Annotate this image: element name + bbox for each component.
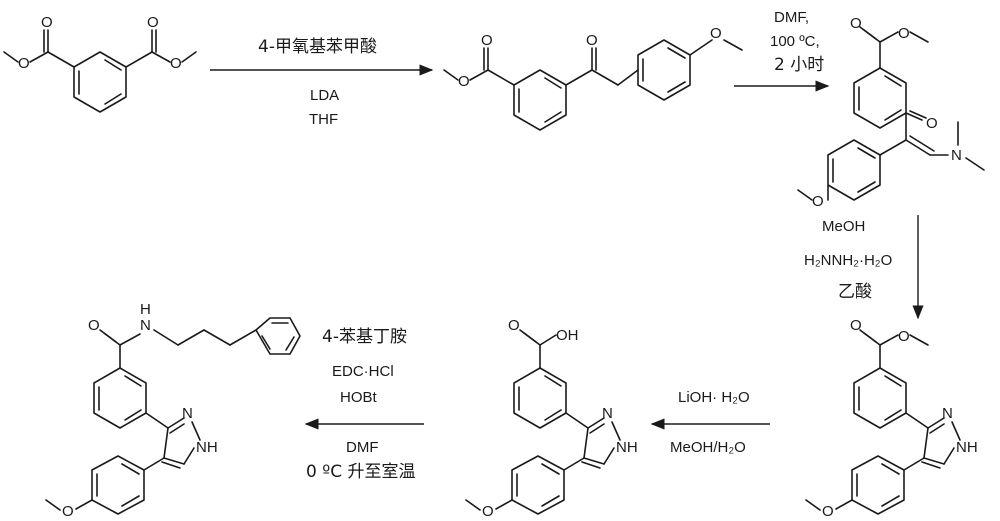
compound-enaminone: O O O N O	[798, 15, 984, 210]
atom-o: O	[41, 14, 53, 31]
step5-additive: HOBt	[340, 389, 378, 406]
atom-o: O	[898, 25, 910, 42]
atom-o: O	[586, 32, 598, 49]
step4-reagent: LiOH· H₂O	[678, 389, 750, 406]
atom-o: O	[481, 32, 493, 49]
step3-solvent: MeOH	[822, 218, 865, 235]
atom-n: N	[140, 317, 151, 334]
step5-solvent: DMF	[346, 439, 379, 456]
step1-solvent: THF	[309, 111, 338, 128]
step1-base: LDA	[310, 87, 339, 104]
arrow-step4: LiOH· H₂O MeOH/H₂O	[652, 389, 770, 456]
arrow-step2: DMF, 100 ºC, 2 小时	[734, 9, 828, 86]
compound-ketoester: O O O O	[444, 25, 742, 130]
atom-o: O	[170, 55, 182, 72]
step2-time: 2 小时	[774, 55, 824, 75]
arrow-step5: 4-苯基丁胺 EDC·HCl HOBt DMF 0 ºC 升至室温	[306, 327, 424, 482]
compound-dimethyl-isophthalate: O O O O	[4, 14, 196, 112]
atom-nh: NH	[956, 439, 978, 456]
arrow-step1: 4-甲氧基苯甲酸 LDA THF	[210, 37, 432, 128]
atom-o: O	[822, 503, 834, 520]
atom-o: O	[710, 25, 722, 42]
step5-temp: 0 ºC 升至室温	[306, 462, 416, 482]
compound-pyrazole-ester: O O N NH O	[806, 317, 978, 520]
atom-o: O	[850, 317, 862, 334]
step4-solvent: MeOH/H₂O	[670, 439, 746, 456]
atom-o: O	[88, 317, 100, 334]
step5-coupling: EDC·HCl	[332, 363, 394, 380]
step2-solvent: DMF,	[774, 9, 809, 26]
atom-n: N	[182, 405, 193, 422]
atom-o: O	[926, 115, 938, 132]
atom-o: O	[850, 15, 862, 32]
step3-reagent: H₂NNH₂·H₂O	[804, 252, 892, 269]
atom-o: O	[18, 55, 30, 72]
step2-temp: 100 ºC,	[770, 33, 820, 50]
atom-h: H	[140, 301, 151, 318]
atom-o: O	[147, 14, 159, 31]
step1-reagent: 4-甲氧基苯甲酸	[258, 37, 377, 57]
atom-n: N	[951, 147, 962, 164]
atom-n: N	[602, 405, 613, 422]
atom-o: O	[62, 503, 74, 520]
step5-amine: 4-苯基丁胺	[322, 327, 407, 347]
atom-nh: NH	[196, 439, 218, 456]
compound-final-amide: O N H N NH O	[46, 301, 300, 520]
step3-acid: 乙酸	[838, 282, 872, 302]
atom-o: O	[812, 193, 824, 210]
atom-oh: OH	[556, 327, 579, 344]
arrow-step3: MeOH H₂NNH₂·H₂O 乙酸	[804, 215, 918, 318]
atom-o: O	[898, 328, 910, 345]
compound-pyrazole-acid: O OH N NH O	[466, 317, 638, 520]
atom-o: O	[482, 503, 494, 520]
atom-n: N	[942, 405, 953, 422]
atom-o: O	[508, 317, 520, 334]
atom-o: O	[458, 73, 470, 90]
atom-nh: NH	[616, 439, 638, 456]
